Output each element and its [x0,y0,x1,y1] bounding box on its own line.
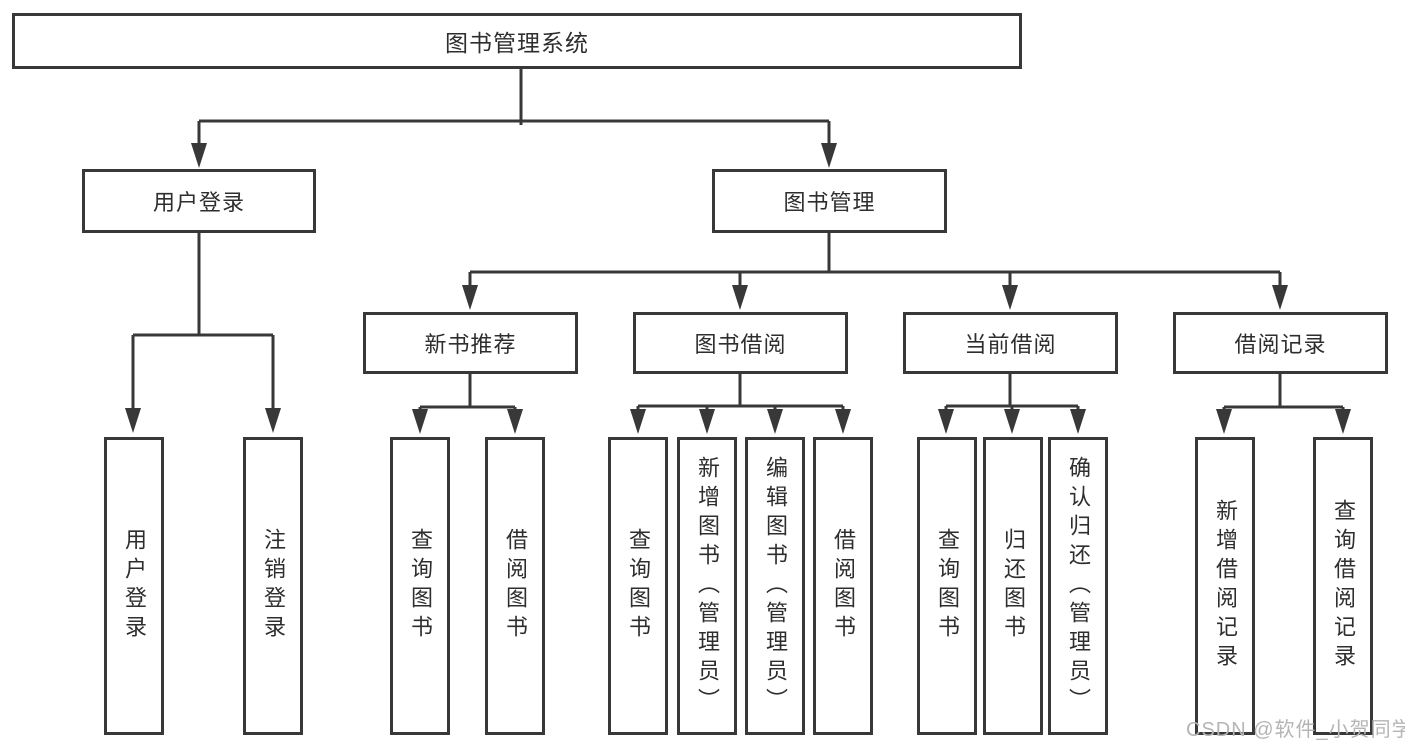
leaf-borrow-books: 借阅图书 [813,437,873,735]
node-label: 图书借阅 [694,332,787,357]
leaf-query-books: 查询图书 [917,437,977,735]
node-current-borrow: 当前借阅 [903,312,1118,374]
leaf-query-books: 查询图书 [390,437,450,735]
node-label: 图书管理系统 [445,30,589,56]
node-book-management-branch: 图书管理 [712,169,947,233]
node-label: 图书管理 [783,190,876,215]
node-label: 新书推荐 [424,332,517,357]
node-library-management-system: 图书管理系统 [12,13,1022,69]
leaf-label: 注销登录 [261,528,286,644]
leaf-label: 新增借阅记录 [1213,499,1238,673]
leaf-label: 查询借阅记录 [1331,499,1356,673]
node-new-book-recommend: 新书推荐 [363,312,578,374]
node-label: 用户登录 [152,190,245,215]
leaf-add-borrow-record: 新增借阅记录 [1195,437,1255,735]
leaf-label: 查询图书 [626,528,651,644]
node-borrow-records: 借阅记录 [1173,312,1388,374]
leaf-confirm-return-admin: 确认归还（管理员） [1048,437,1108,735]
leaf-label: 归还图书 [1001,528,1026,644]
leaf-edit-books-admin: 编辑图书（管理员） [745,437,805,735]
leaf-borrow-books: 借阅图书 [485,437,545,735]
leaf-label: 编辑图书（管理员） [763,455,788,717]
leaf-label: 查询图书 [408,528,433,644]
leaf-label: 借阅图书 [503,528,528,644]
leaf-logout: 注销登录 [243,437,303,735]
leaf-add-books-admin: 新增图书（管理员） [677,437,737,735]
leaf-user-login: 用户登录 [104,437,164,735]
leaf-label: 新增图书（管理员） [695,455,720,717]
leaf-label: 借阅图书 [831,528,856,644]
csdn-watermark: CSDN @软件_小贺同学 [1186,719,1405,741]
leaf-label: 确认归还（管理员） [1066,455,1091,717]
leaf-label: 用户登录 [122,528,147,644]
node-label: 借阅记录 [1234,332,1327,357]
node-label: 当前借阅 [964,332,1057,357]
leaf-query-borrow-record: 查询借阅记录 [1313,437,1373,735]
node-book-borrow: 图书借阅 [633,312,848,374]
leaf-label: 查询图书 [935,528,960,644]
leaf-return-books: 归还图书 [983,437,1043,735]
node-user-login-branch: 用户登录 [82,169,316,233]
leaf-query-books: 查询图书 [608,437,668,735]
